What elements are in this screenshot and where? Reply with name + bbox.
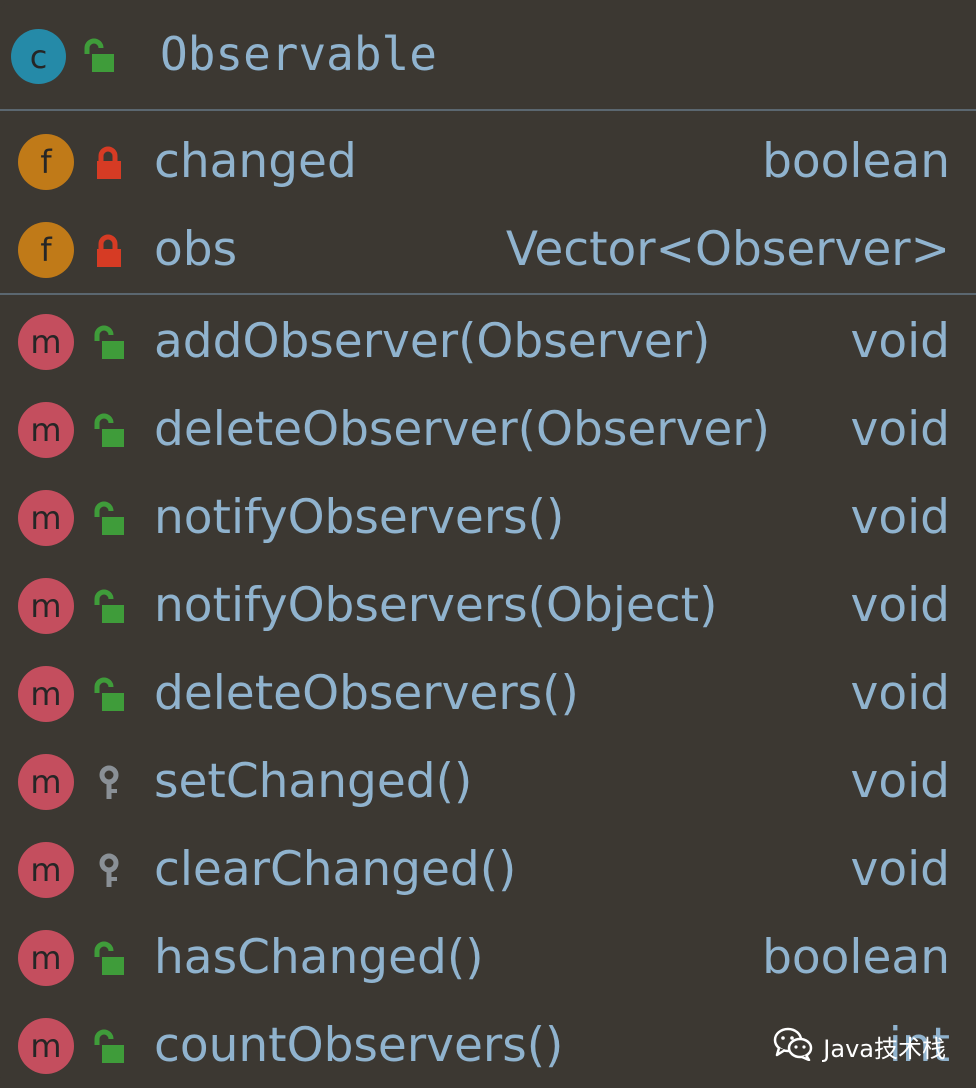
method-badge: m xyxy=(18,402,74,458)
method-row-notifyobservers-object[interactable]: m notifyObservers(Object) void xyxy=(0,562,976,650)
class-kind-letter: c xyxy=(29,37,48,76)
method-row-setchanged[interactable]: m setChanged() void xyxy=(0,738,976,826)
key-icon xyxy=(92,765,126,805)
unlocked-icon xyxy=(92,589,126,629)
method-kind-letter: m xyxy=(30,675,62,713)
method-name: deleteObserver(Observer) xyxy=(154,402,770,457)
field-name: obs xyxy=(154,222,238,277)
method-kind-letter: m xyxy=(30,851,62,889)
field-badge: f xyxy=(18,222,74,278)
method-return-type: void xyxy=(850,490,950,545)
unlocked-icon xyxy=(92,941,126,981)
method-row-clearchanged[interactable]: m clearChanged() void xyxy=(0,826,976,914)
method-name: notifyObservers(Object) xyxy=(154,578,718,633)
method-kind-letter: m xyxy=(30,323,62,361)
method-badge: m xyxy=(18,490,74,546)
method-badge: m xyxy=(18,930,74,986)
method-row-countobservers[interactable]: m countObservers() int xyxy=(0,1002,976,1088)
method-row-deleteobservers[interactable]: m deleteObservers() void xyxy=(0,650,976,738)
field-kind-letter: f xyxy=(40,143,52,181)
field-badge: f xyxy=(18,134,74,190)
method-return-type: int xyxy=(888,1018,950,1073)
class-header: c Observable xyxy=(0,0,976,110)
method-badge: m xyxy=(18,1018,74,1074)
unlocked-icon xyxy=(92,501,126,541)
method-return-type: boolean xyxy=(762,930,950,985)
method-kind-letter: m xyxy=(30,499,62,537)
method-kind-letter: m xyxy=(30,587,62,625)
method-return-type: void xyxy=(850,578,950,633)
field-type: Vector<Observer> xyxy=(505,222,950,277)
locked-icon xyxy=(92,145,126,185)
method-row-notifyobservers[interactable]: m notifyObservers() void xyxy=(0,474,976,562)
unlocked-icon xyxy=(92,677,126,717)
field-kind-letter: f xyxy=(40,231,52,269)
key-icon xyxy=(92,853,126,893)
method-return-type: void xyxy=(850,842,950,897)
method-return-type: void xyxy=(850,666,950,721)
method-name: clearChanged() xyxy=(154,842,517,897)
unlocked-icon xyxy=(92,325,126,365)
wechat-icon xyxy=(773,1027,813,1065)
class-kind-badge: c xyxy=(11,29,66,84)
method-kind-letter: m xyxy=(30,939,62,977)
unlocked-icon xyxy=(92,1029,126,1069)
method-name: countObservers() xyxy=(154,1018,564,1073)
field-name: changed xyxy=(154,134,357,189)
method-name: hasChanged() xyxy=(154,930,484,985)
method-return-type: void xyxy=(850,314,950,369)
method-return-type: void xyxy=(850,402,950,457)
method-badge: m xyxy=(18,578,74,634)
method-name: deleteObservers() xyxy=(154,666,579,721)
method-kind-letter: m xyxy=(30,1027,62,1065)
method-badge: m xyxy=(18,314,74,370)
method-badge: m xyxy=(18,842,74,898)
field-row-changed[interactable]: f changed boolean xyxy=(0,118,976,206)
unlocked-icon xyxy=(82,38,116,78)
header-divider xyxy=(0,109,976,111)
method-name: notifyObservers() xyxy=(154,490,565,545)
method-row-deleteobserver[interactable]: m deleteObserver(Observer) void xyxy=(0,386,976,474)
method-kind-letter: m xyxy=(30,763,62,801)
method-row-addobserver[interactable]: m addObserver(Observer) void xyxy=(0,298,976,386)
field-row-obs[interactable]: f obs Vector<Observer> xyxy=(0,206,976,294)
method-badge: m xyxy=(18,754,74,810)
fields-methods-divider xyxy=(0,293,976,295)
method-name: setChanged() xyxy=(154,754,473,809)
watermark: Java技术栈 xyxy=(773,1022,946,1070)
method-return-type: void xyxy=(850,754,950,809)
method-badge: m xyxy=(18,666,74,722)
method-name: addObserver(Observer) xyxy=(154,314,711,369)
method-kind-letter: m xyxy=(30,411,62,449)
field-type: boolean xyxy=(762,134,950,189)
class-name: Observable xyxy=(160,27,437,81)
watermark-text: Java技术栈 xyxy=(823,1034,946,1063)
locked-icon xyxy=(92,233,126,273)
method-row-haschanged[interactable]: m hasChanged() boolean xyxy=(0,914,976,1002)
unlocked-icon xyxy=(92,413,126,453)
